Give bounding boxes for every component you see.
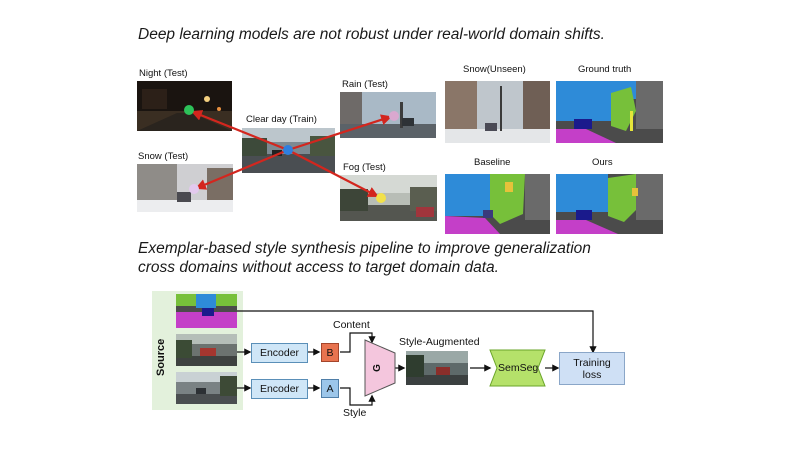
seg-ground-truth bbox=[556, 81, 663, 143]
label-fog: Fog (Test) bbox=[343, 162, 386, 173]
arrow-to-rain bbox=[287, 114, 393, 152]
photo-night bbox=[137, 81, 232, 131]
encoder-top: Encoder bbox=[251, 343, 308, 363]
label-ours: Ours bbox=[592, 157, 613, 168]
label-baseline: Baseline bbox=[474, 157, 511, 168]
night-dot bbox=[184, 105, 194, 115]
label-rain: Rain (Test) bbox=[342, 79, 388, 90]
source-image-2 bbox=[176, 372, 237, 404]
source-seg-map bbox=[176, 294, 237, 328]
snow-dot bbox=[189, 184, 199, 194]
seg-ours bbox=[556, 174, 663, 234]
pipeline-headline-line-2: cross domains without access to target d… bbox=[138, 259, 499, 276]
photo-fog bbox=[340, 175, 437, 221]
fog-dot bbox=[376, 193, 386, 203]
rain-dot bbox=[389, 111, 399, 121]
style-augmented-image bbox=[406, 351, 468, 385]
label-snow: Snow (Test) bbox=[138, 151, 189, 162]
top-headline: Deep learning models are not robust unde… bbox=[138, 26, 605, 43]
semseg-label: SemSeg bbox=[498, 362, 539, 374]
semseg-shape bbox=[489, 349, 546, 387]
style-label: Style bbox=[343, 407, 367, 419]
photo-snow bbox=[137, 164, 233, 212]
training-loss-line-2: loss bbox=[582, 368, 602, 381]
label-snow-unseen: Snow(Unseen) bbox=[463, 64, 526, 75]
arrow-to-fog bbox=[287, 149, 379, 198]
generator-shape bbox=[364, 339, 396, 397]
label-night: Night (Test) bbox=[139, 68, 188, 79]
arrow-to-snow bbox=[194, 148, 289, 190]
style-augmented-label: Style-Augmented bbox=[399, 336, 480, 348]
generator-label: G bbox=[372, 364, 383, 372]
seg-baseline bbox=[445, 174, 550, 234]
label-clear-day: Clear day (Train) bbox=[246, 114, 317, 125]
content-code-b: B bbox=[321, 343, 339, 362]
content-label: Content bbox=[333, 319, 370, 331]
label-ground-truth: Ground truth bbox=[578, 64, 632, 75]
training-loss-box: Training loss bbox=[559, 352, 625, 385]
clear-day-dot bbox=[283, 145, 293, 155]
pipeline-headline-line-1: Exemplar-based style synthesis pipeline … bbox=[138, 240, 591, 257]
style-code-a: A bbox=[321, 379, 339, 398]
arrow-to-night bbox=[190, 110, 289, 152]
training-loss-line-1: Training bbox=[573, 356, 611, 369]
encoder-bottom: Encoder bbox=[251, 379, 308, 399]
photo-snow-unseen bbox=[445, 81, 550, 143]
source-image-1 bbox=[176, 334, 237, 366]
